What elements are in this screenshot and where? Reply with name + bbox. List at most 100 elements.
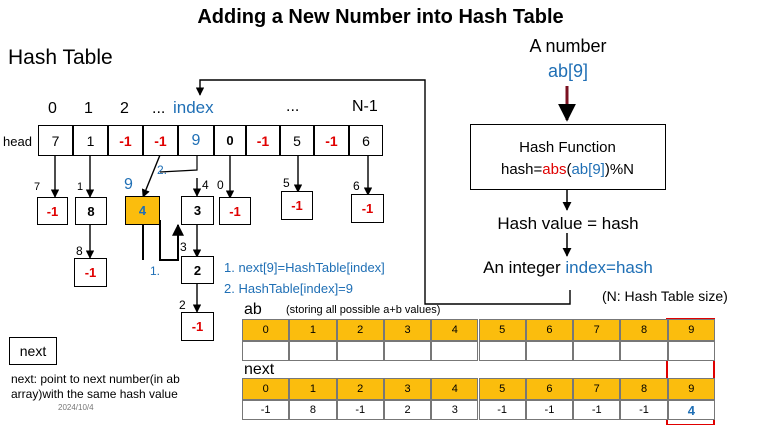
- head-cell-0: 7: [38, 125, 73, 156]
- step-2-marker: 2.: [157, 163, 168, 177]
- ab-index-1: 1: [289, 319, 337, 341]
- diagram-title: Adding a New Number into Hash Table: [197, 6, 564, 28]
- next-value-5: -1: [478, 400, 526, 420]
- chain-label-4: 4: [202, 178, 209, 192]
- arrow-integer-to-index: [195, 79, 571, 305]
- chain-label-1: 1: [77, 181, 84, 193]
- next-index-6: 6: [525, 378, 574, 400]
- next-value-1: 8: [289, 400, 337, 420]
- next-index-7: 7: [573, 378, 621, 400]
- step-2-text: 2. HashTable[index]=9: [224, 281, 354, 296]
- head-cell-index: 9: [178, 125, 214, 156]
- next-value-9: 4: [667, 400, 715, 420]
- next-value-7: -1: [573, 400, 621, 420]
- new-node-4: 4: [125, 196, 160, 225]
- head-label: head: [3, 134, 32, 149]
- ab-value-5: [478, 341, 526, 361]
- date-label: 2024/10/4: [58, 403, 94, 412]
- next-value-8: -1: [620, 400, 668, 420]
- head-cell-8: -1: [314, 125, 349, 156]
- hash-formula: hash=abs(ab[9])%N: [500, 161, 635, 178]
- chain-node-minus1-d: -1: [351, 194, 384, 223]
- chain-label-0: 0: [217, 178, 224, 192]
- index-label-0: 0: [48, 100, 57, 117]
- index-label-2: 2: [120, 100, 129, 117]
- next-desc-line1: next: point to next number(in ab: [11, 372, 180, 386]
- ab-index-2: 2: [336, 319, 384, 341]
- next-label: next: [244, 361, 275, 378]
- head-cell-5: 0: [214, 125, 246, 156]
- chain2-node-minus1: -1: [74, 258, 107, 287]
- head-cell-2: -1: [108, 125, 143, 156]
- chain-node-minus1-c: -1: [281, 191, 313, 220]
- ab-index-9: 9: [667, 319, 715, 341]
- step-1-marker: 1.: [150, 264, 161, 278]
- n-note: (N: Hash Table size): [602, 288, 728, 304]
- next-value-3: 2: [383, 400, 432, 420]
- chain2-label-8: 8: [76, 244, 83, 258]
- head-cell-9: 6: [349, 125, 383, 156]
- head-cell-3: -1: [143, 125, 178, 156]
- next-desc-line2: array)with the same hash value: [11, 387, 178, 401]
- head-cell-1: 1: [73, 125, 108, 156]
- chain2-label-3: 3: [180, 240, 187, 254]
- next-index-5: 5: [478, 378, 526, 400]
- index-label-dots: ...: [152, 100, 166, 117]
- ab-index-4: 4: [431, 319, 479, 341]
- chain2-node-2: 2: [181, 256, 214, 284]
- hash-value-label: Hash value = hash: [497, 214, 639, 233]
- ab-value-4: [431, 341, 479, 361]
- next-index-8: 8: [620, 378, 668, 400]
- chain-node-8: 8: [75, 197, 107, 225]
- ab-label: ab: [244, 301, 262, 318]
- ab-index-6: 6: [525, 319, 574, 341]
- chain-label-5: 5: [283, 176, 290, 190]
- next-index-3: 3: [383, 378, 432, 400]
- hash-function-label: Hash Function: [519, 139, 616, 156]
- next-index-4: 4: [431, 378, 479, 400]
- hash-function-box: Hash Function hash=abs(ab[9])%N: [470, 124, 666, 190]
- next-value-2: -1: [336, 400, 384, 420]
- head-cell-6: -1: [246, 125, 280, 156]
- ab-value-6: [525, 341, 574, 361]
- chain-node-3: 3: [181, 196, 214, 225]
- head-cell-7: 5: [280, 125, 314, 156]
- ab-value-0: [242, 341, 290, 361]
- ab-value-9: [667, 341, 715, 361]
- ab-index-8: 8: [620, 319, 668, 341]
- ab-index-5: 5: [478, 319, 526, 341]
- hash-table-label: Hash Table: [8, 46, 113, 69]
- step-1-text: 1. next[9]=HashTable[index]: [224, 260, 385, 275]
- next-value-4: 3: [431, 400, 479, 420]
- index-label-index: index: [173, 98, 214, 117]
- ab-index-3: 3: [383, 319, 432, 341]
- ab-index-7: 7: [573, 319, 621, 341]
- index-label-dots-2: ...: [286, 98, 300, 115]
- index-label-last: N-1: [352, 98, 378, 115]
- ab-value-1: [289, 341, 337, 361]
- next-value-6: -1: [525, 400, 574, 420]
- chain3-node-minus1: -1: [181, 312, 214, 341]
- chain-label-9: 9: [124, 176, 133, 193]
- a-number-label: A number: [529, 36, 607, 56]
- integer-label: An integer index=hash: [483, 258, 653, 277]
- ab-value-3: [383, 341, 432, 361]
- chain-node-minus1: -1: [37, 197, 68, 225]
- next-index-1: 1: [289, 378, 337, 400]
- ab9-label: ab[9]: [547, 61, 589, 81]
- chain3-label-2: 2: [179, 298, 186, 312]
- chain-label-6: 6: [353, 179, 360, 193]
- next-index-9: 9: [667, 378, 715, 400]
- next-legend-box: next: [9, 337, 57, 365]
- chain-label-7: 7: [34, 181, 41, 193]
- ab-value-8: [620, 341, 668, 361]
- next-index-0: 0: [242, 378, 290, 400]
- next-index-2: 2: [336, 378, 384, 400]
- ab-value-2: [336, 341, 384, 361]
- ab-value-7: [573, 341, 621, 361]
- chain-node-minus1-b: -1: [219, 197, 251, 225]
- ab-note: (storing all possible a+b values): [286, 304, 441, 316]
- ab-index-0: 0: [242, 319, 290, 341]
